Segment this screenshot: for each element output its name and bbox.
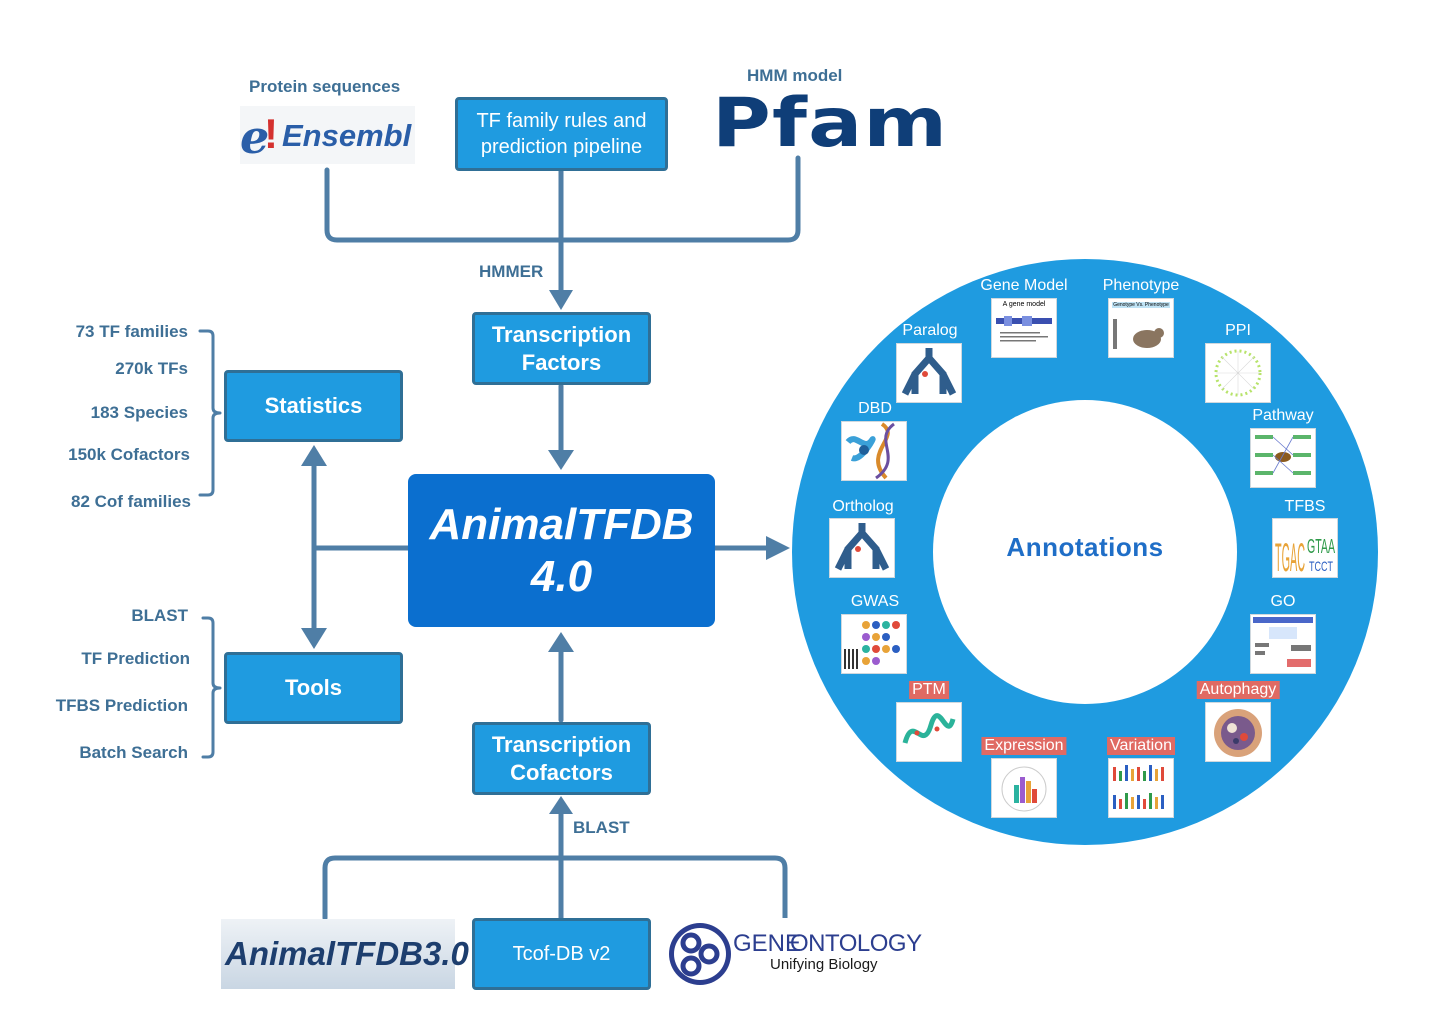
tool-item: TFBS Prediction bbox=[55, 696, 188, 715]
annotation-expression-label: Expression bbox=[981, 737, 1067, 755]
annotations-center-label: Annotations bbox=[1006, 532, 1164, 562]
statistics-box[interactable]: Statistics bbox=[224, 370, 403, 442]
ptm-thumbnail[interactable] bbox=[896, 702, 962, 762]
gwas-thumbnail[interactable] bbox=[841, 614, 907, 674]
transcription-factors-box[interactable]: Transcription Factors bbox=[472, 312, 651, 385]
stat-item: 82 Cof families bbox=[71, 492, 191, 511]
connector-bottom-merge bbox=[322, 855, 788, 921]
arrowhead-to-statistics bbox=[301, 445, 327, 466]
arrowhead-to-annotations bbox=[766, 536, 790, 560]
annotation-gene-model-label: Gene Model bbox=[980, 277, 1068, 294]
geneontology-tagline: Unifying Biology bbox=[770, 956, 878, 973]
animaltfdb3-wordmark: AnimalTFDB3.0 bbox=[225, 935, 469, 972]
svg-text:GTAA: GTAA bbox=[1307, 536, 1335, 558]
main-title: AnimalTFDB bbox=[429, 499, 694, 549]
rules-line-1: TF family rules and bbox=[476, 110, 647, 132]
annotation-phenotype-label: Phenotype bbox=[1102, 277, 1180, 294]
annotation-dbd-label: DBD bbox=[858, 400, 892, 417]
tf-line-2: Factors bbox=[521, 349, 602, 375]
geneontology-logo[interactable]: GENE ONTOLOGY Unifying Biology bbox=[667, 918, 922, 990]
ensembl-wordmark: Ensembl bbox=[282, 118, 412, 153]
ortholog-thumbnail[interactable] bbox=[829, 518, 895, 578]
pfam-logo[interactable]: Pfam bbox=[712, 84, 949, 163]
arrowhead-to-tf bbox=[549, 290, 573, 310]
tools-brace bbox=[201, 616, 222, 759]
animaltfdb-main-box[interactable]: AnimalTFDB 4.0 bbox=[408, 474, 715, 627]
rules-box[interactable]: TF family rules and prediction pipeline bbox=[455, 97, 668, 171]
transcription-cofactors-box[interactable]: Transcription Cofactors bbox=[472, 722, 651, 795]
dbd-thumbnail[interactable] bbox=[841, 421, 907, 481]
hmmer-label: HMMER bbox=[479, 262, 544, 281]
tools-box[interactable]: Tools bbox=[224, 652, 403, 724]
stats-brace bbox=[198, 329, 222, 497]
annotation-gwas-label: GWAS bbox=[850, 593, 900, 610]
tcof-db-box[interactable]: Tcof-DB v2 bbox=[472, 918, 651, 990]
stat-item: 73 TF families bbox=[75, 322, 188, 341]
ppi-thumbnail[interactable] bbox=[1205, 343, 1271, 403]
main-version: 4.0 bbox=[530, 551, 593, 601]
annotation-pathway-label: Pathway bbox=[1252, 407, 1314, 424]
expression-thumbnail[interactable] bbox=[991, 758, 1057, 818]
variation-thumbnail[interactable] bbox=[1108, 758, 1174, 818]
animaltfdb3-logo[interactable]: AnimalTFDB3.0 bbox=[221, 919, 469, 989]
stat-item: 183 Species bbox=[90, 403, 188, 422]
annotation-ptm-label: PTM bbox=[909, 681, 949, 699]
phenotype-thumb-title: Genotype Vs. Phenotype bbox=[1112, 302, 1170, 308]
arrowhead-to-tools bbox=[301, 628, 327, 649]
stat-item: 270k TFs bbox=[115, 359, 188, 378]
annotation-paralog-label: Paralog bbox=[902, 322, 958, 339]
gene-model-thumbnail[interactable]: A gene model bbox=[991, 298, 1057, 358]
go-thumbnail[interactable] bbox=[1250, 614, 1316, 674]
annotation-ortholog-label: Ortholog bbox=[832, 498, 894, 515]
arrowhead-to-main-top bbox=[548, 450, 574, 470]
annotation-ppi-label: PPI bbox=[1225, 322, 1251, 339]
ensembl-caption: Protein sequences bbox=[249, 77, 401, 96]
tool-item: TF Prediction bbox=[81, 649, 190, 668]
pathway-thumbnail[interactable] bbox=[1250, 428, 1316, 488]
gene-model-thumb-title: A gene model bbox=[1002, 301, 1046, 308]
geneontology-ontology: ONTOLOGY bbox=[790, 930, 922, 957]
geneontology-icon bbox=[669, 923, 731, 985]
ensembl-logo[interactable]: e ! Ensembl bbox=[240, 106, 415, 164]
annotation-go-label: GO bbox=[1270, 593, 1296, 610]
annotation-variation-label: Variation bbox=[1107, 737, 1175, 755]
tf-line-1: Transcription bbox=[491, 321, 632, 347]
autophagy-thumbnail[interactable] bbox=[1205, 702, 1271, 762]
stat-item: 150k Cofactors bbox=[68, 445, 190, 464]
phenotype-thumbnail[interactable]: Genotype Vs. Phenotype bbox=[1108, 298, 1174, 358]
tool-item: BLAST bbox=[131, 606, 188, 625]
geneontology-gene: GENE bbox=[733, 930, 802, 957]
tfbs-logo-text: TGAC bbox=[1275, 536, 1305, 577]
annotation-autophagy-label: Autophagy bbox=[1196, 681, 1280, 699]
annotation-ring-hole bbox=[933, 400, 1237, 704]
svg-text:TCCT: TCCT bbox=[1309, 558, 1333, 574]
arrowhead-to-main-bottom bbox=[548, 632, 574, 652]
pfam-caption: HMM model bbox=[747, 66, 843, 85]
cof-line-1: Transcription bbox=[491, 731, 632, 757]
cof-line-2: Cofactors bbox=[510, 759, 613, 785]
paralog-thumbnail[interactable] bbox=[896, 343, 962, 403]
blast-label: BLAST bbox=[573, 818, 630, 837]
arrowhead-to-cof bbox=[549, 796, 573, 814]
annotation-tfbs-label: TFBS bbox=[1284, 498, 1326, 515]
tool-item: Batch Search bbox=[79, 743, 188, 762]
rules-line-2: prediction pipeline bbox=[480, 136, 643, 158]
